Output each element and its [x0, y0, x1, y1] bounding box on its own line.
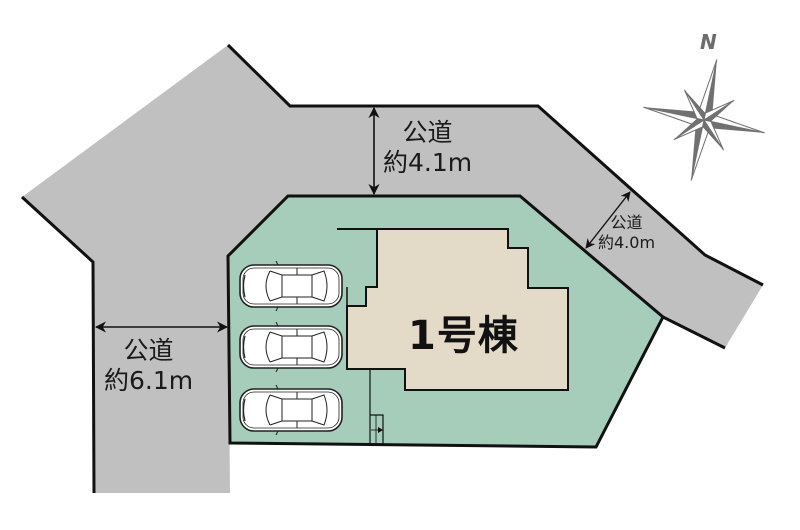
east-road-width: 約4.0m [598, 232, 656, 252]
west-road-width: 約6.1m [104, 365, 194, 395]
parking-car-3 [239, 384, 343, 436]
east-road-type: 公道 [610, 213, 643, 232]
parking-car-2 [239, 321, 343, 373]
west-road-type: 公道 [123, 336, 174, 365]
east-road-dimension-arrow [585, 191, 631, 249]
compass-rose-icon [643, 59, 765, 181]
east-road-label: 公道 約4.0m [598, 213, 655, 252]
building-label: 1号棟 [408, 313, 519, 359]
west-road-label: 公道 約6.1m [104, 336, 193, 395]
north-road-label: 公道 約4.1m [383, 118, 472, 177]
entrance-steps [370, 414, 384, 445]
north-road-type: 公道 [402, 118, 453, 147]
parking-car-1 [239, 260, 343, 312]
road-surface [22, 45, 763, 493]
north-road-width: 約4.1m [383, 147, 473, 177]
north-label: N [700, 30, 717, 54]
road-area [20, 43, 764, 494]
building-footprint [346, 228, 569, 391]
